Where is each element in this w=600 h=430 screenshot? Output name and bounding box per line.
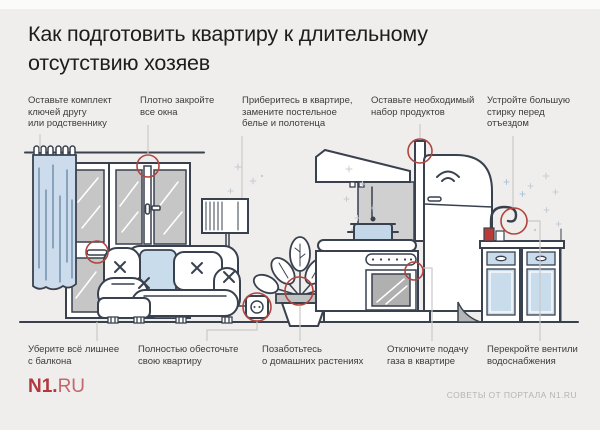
water-valve xyxy=(483,227,495,242)
n1ru-logo: N1.RU xyxy=(28,377,85,397)
connector-lines xyxy=(39,124,541,341)
logo-bold-part: N1. xyxy=(28,376,58,397)
highlight-oven-gas xyxy=(404,261,424,281)
highlight-door-keys xyxy=(85,240,109,264)
highlight-window-latch xyxy=(136,154,160,178)
tip-gas: Отключите подачу газа в квартире xyxy=(387,344,469,367)
sofa xyxy=(97,245,241,324)
portal-credit: СОВЕТЫ ОТ ПОРТАЛА N1.RU xyxy=(446,390,577,400)
highlight-faucet xyxy=(500,207,528,235)
highlight-fridge-duct xyxy=(407,138,433,164)
tip-windows: Плотно закройте все окна xyxy=(140,95,215,118)
highlight-socket xyxy=(242,292,272,322)
tip-power: Полностью обесточьте свою квартиру xyxy=(138,344,239,367)
highlight-plant xyxy=(284,276,314,306)
highlight-circles xyxy=(85,138,528,322)
tip-water: Перекройте вентили водоснабжения xyxy=(487,344,578,367)
fridge xyxy=(423,154,493,323)
tip-laundry: Устройте большую стирку перед отъездом xyxy=(487,95,571,129)
top-strip xyxy=(0,0,600,9)
sink-cabinets xyxy=(479,228,565,323)
power-socket xyxy=(237,295,269,319)
tip-plants: Позаботьтесь о домашних растениях xyxy=(262,344,364,367)
window-handle xyxy=(144,203,151,215)
tip-keys: Оставьте комплект ключей другу или родст… xyxy=(28,95,112,129)
tip-balcony: Уберите всё лишнее с балкона xyxy=(28,344,120,367)
page-title: Как подготовить квартиру к длительному о… xyxy=(28,22,428,75)
tip-food: Оставьте необходимый набор продуктов xyxy=(371,95,475,118)
tip-cleaning: Приберитесь в квартире, замените постель… xyxy=(242,95,353,129)
logo-light-part: RU xyxy=(57,376,86,397)
curtain xyxy=(32,154,77,291)
sparkles xyxy=(227,163,562,232)
